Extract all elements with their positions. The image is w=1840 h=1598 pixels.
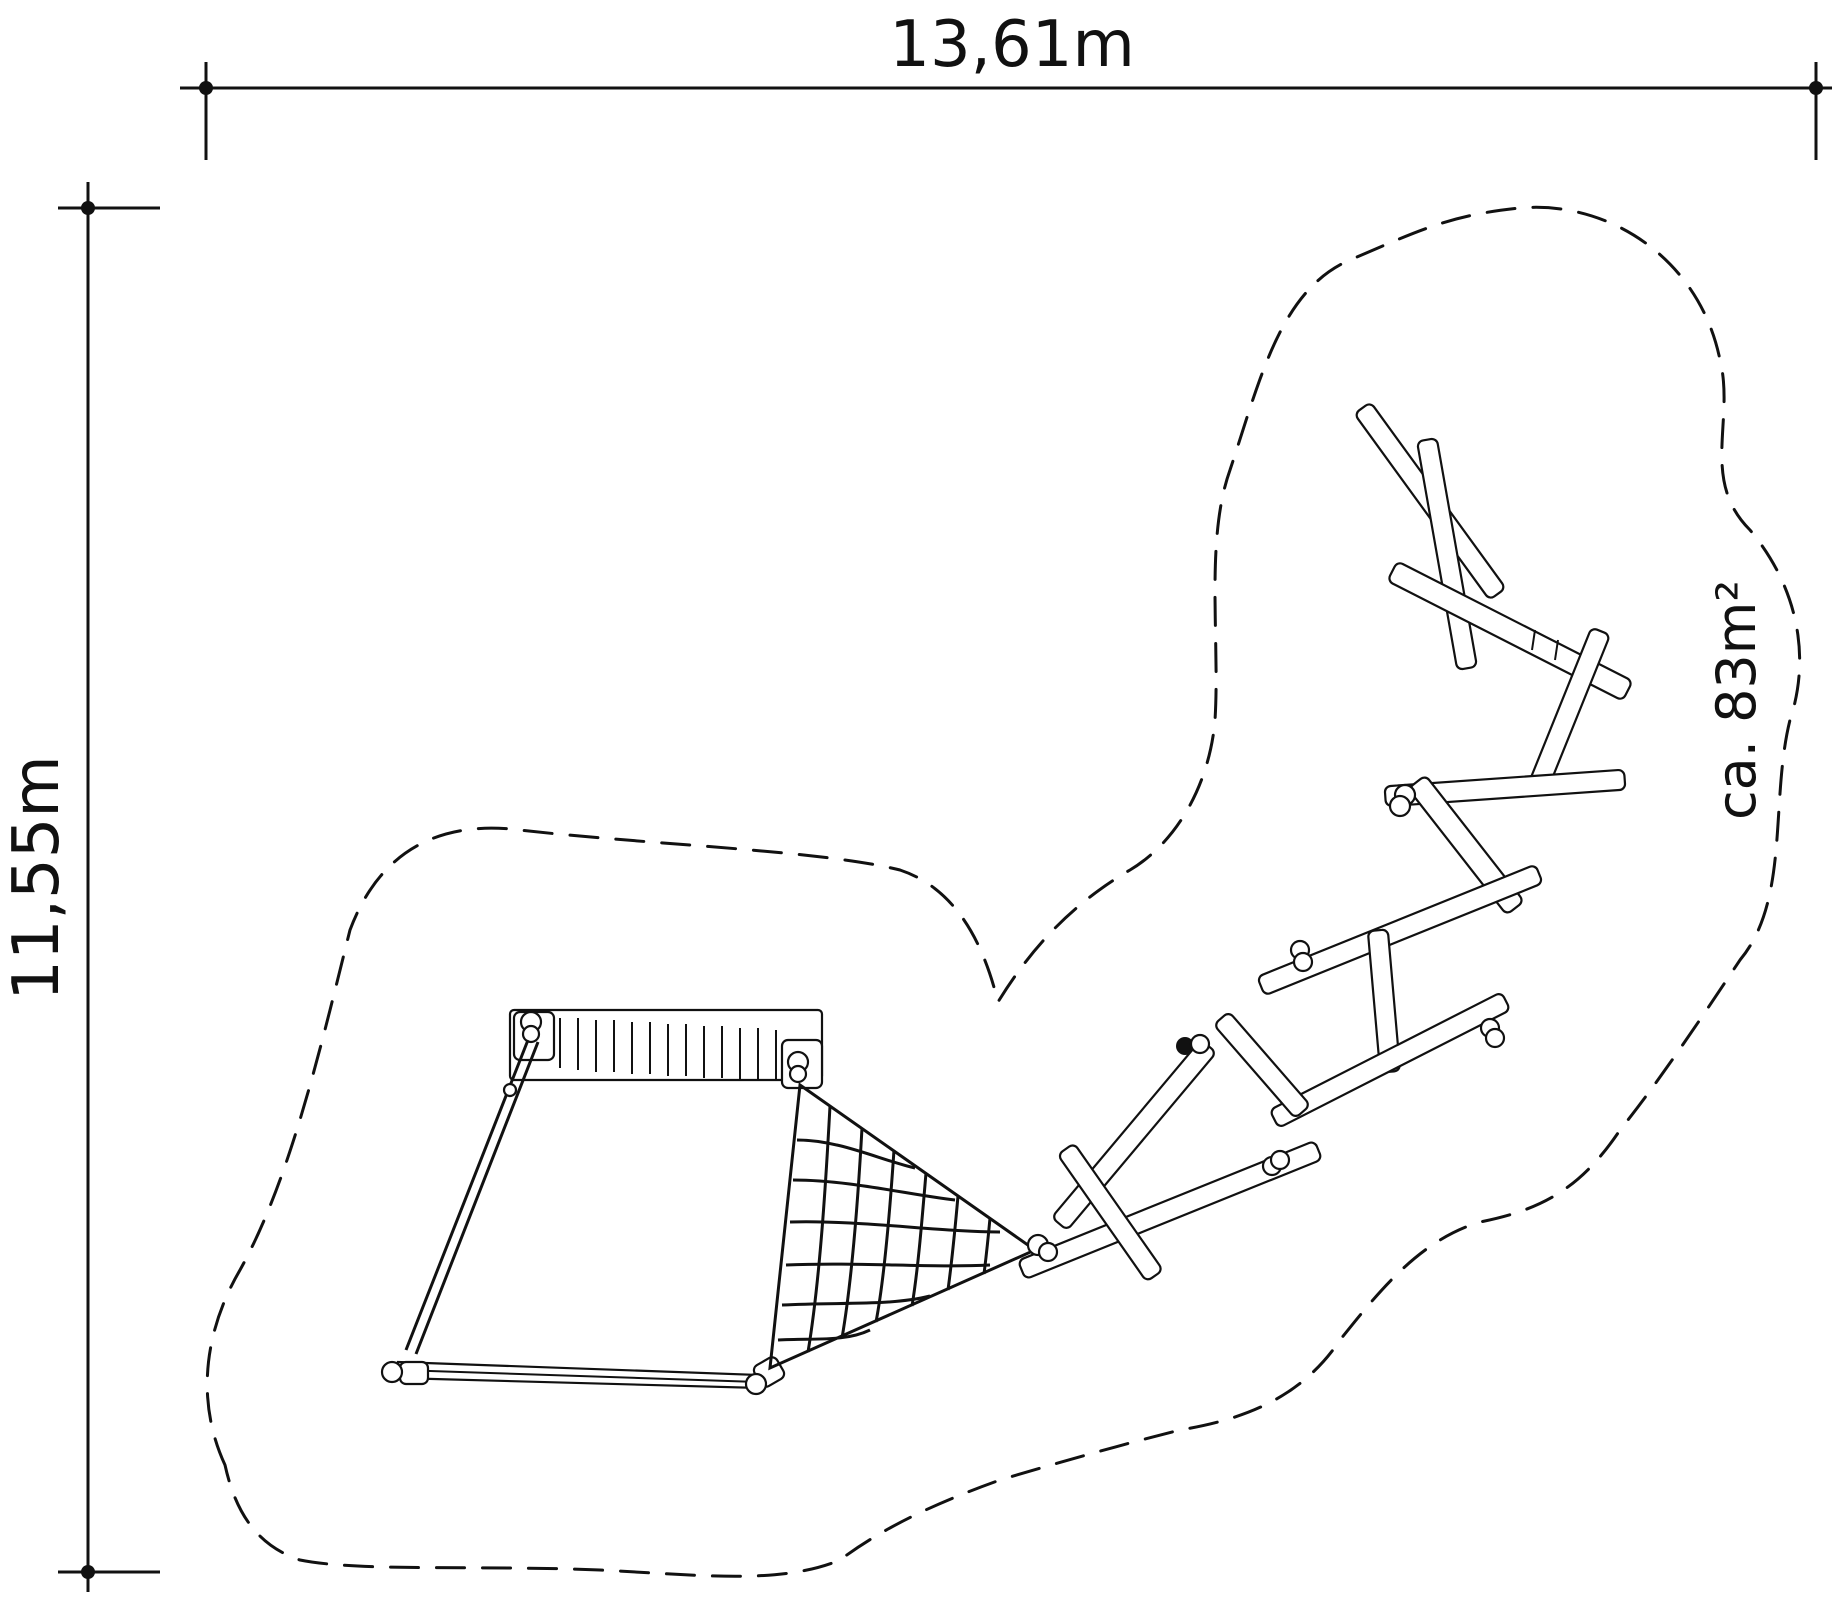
climbing-net	[768, 1082, 1039, 1371]
area-label: ca. 83m²	[1705, 580, 1768, 820]
height-dimension: 11,55m	[0, 182, 160, 1592]
log-course	[1018, 403, 1632, 1281]
bottom-beam	[380, 1356, 786, 1396]
width-label: 13,61m	[889, 8, 1135, 82]
safety-area-outline	[205, 205, 1802, 1578]
stepping-posts	[1026, 783, 1506, 1263]
plank-bridge	[508, 1008, 824, 1090]
height-label: 11,55m	[0, 755, 74, 1001]
net-structure	[380, 1008, 1039, 1396]
width-dimension: 13,61m	[180, 8, 1832, 160]
left-rope	[404, 1039, 540, 1355]
